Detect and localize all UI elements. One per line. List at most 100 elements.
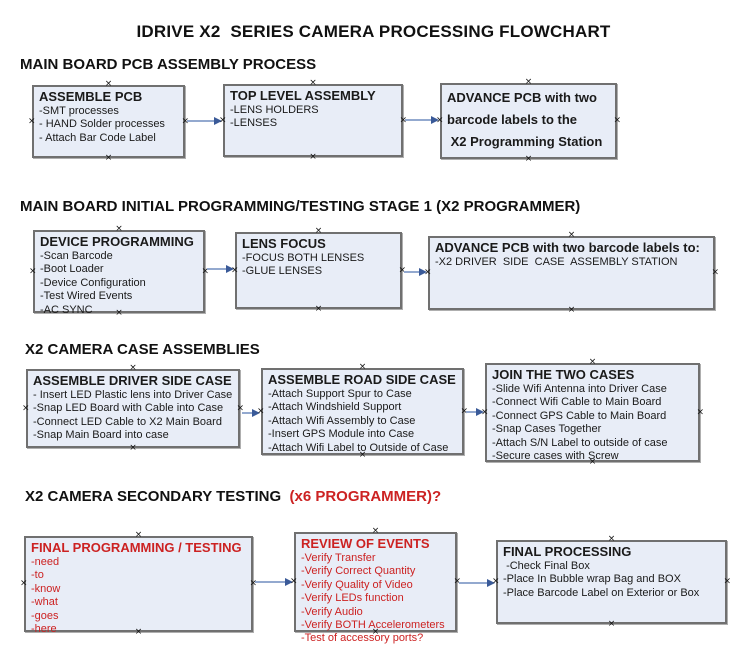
connector-anchor-icon <box>696 408 704 417</box>
section-heading-text: MAIN BOARD INITIAL PROGRAMMING/TESTING S… <box>20 198 581 215</box>
box-line: -Verify Correct Quantity <box>301 565 416 578</box>
box-title: JOIN THE TWO CASES <box>492 367 635 382</box>
flow-arrow <box>187 116 222 126</box>
box-title: LENS FOCUS <box>242 236 326 251</box>
box-line: -Attach Wifi Assembly to Case <box>268 414 416 427</box>
connector-anchor-icon <box>231 266 239 275</box>
box-title: DEVICE PROGRAMMING <box>40 234 194 249</box>
box-line: -LENSES <box>230 117 278 130</box>
connector-anchor-icon <box>492 578 500 587</box>
connector-anchor-icon <box>613 117 621 126</box>
connector-anchor-icon <box>372 527 380 536</box>
box-line: -GLUE LENSES <box>242 265 323 278</box>
section-heading-text: MAIN BOARD PCB ASSEMBLY PROCESS <box>20 56 317 73</box>
connector-anchor-icon <box>723 578 731 587</box>
box-line: -AC SYNC <box>40 303 93 316</box>
connector-anchor-icon <box>525 155 533 164</box>
box-line: -Check Final Box <box>503 560 590 572</box>
box-title: ADVANCE PCB with two barcode labels to: <box>435 240 700 255</box>
flow-arrow <box>466 407 484 417</box>
connector-anchor-icon <box>115 309 123 318</box>
connector-anchor-icon <box>711 269 719 278</box>
box-line: -Attach Support Spur to Case <box>268 388 412 400</box>
box-title: ASSEMBLE DRIVER SIDE CASE <box>33 373 232 388</box>
connector-anchor-icon <box>129 444 137 453</box>
section-heading-text: X2 CAMERA SECONDARY TESTING <box>25 488 290 505</box>
box-line: -LENS HOLDERS <box>230 104 319 116</box>
box-lens-focus: LENS FOCUS -FOCUS BOTH LENSES -GLUE LENS… <box>235 232 402 309</box>
connector-anchor-icon <box>608 620 616 629</box>
section-heading-case-assemblies: X2 CAMERA CASE ASSEMBLIES <box>25 341 260 358</box>
box-line: -Verify BOTH Accelerometers <box>301 619 445 632</box>
box-top-level-assembly: TOP LEVEL ASSEMBLY -LENS HOLDERS -LENSES <box>223 84 403 157</box>
box-advance-pcb-programming-station: ADVANCE PCB with two barcode labels to t… <box>440 83 617 159</box>
connector-anchor-icon <box>290 578 298 587</box>
box-line: -Insert GPS Module into Case <box>268 428 415 441</box>
box-title: FINAL PROCESSING <box>503 544 632 559</box>
box-line: -here <box>31 623 57 636</box>
box-line: -Test Wired Events <box>40 290 133 303</box>
connector-anchor-icon <box>135 628 143 637</box>
box-line: X2 Programming Station <box>447 134 603 149</box>
flow-arrow <box>255 577 293 587</box>
flow-arrow <box>207 264 234 274</box>
box-assemble-road-side-case: ASSEMBLE ROAD SIDE CASE -Attach Support … <box>261 368 464 455</box>
connector-anchor-icon <box>481 408 489 417</box>
connector-anchor-icon <box>589 458 597 467</box>
connector-anchor-icon <box>135 531 143 540</box>
flow-arrow <box>405 115 439 125</box>
box-line: -Place Barcode Label on Exterior or Box <box>503 586 700 599</box>
connector-anchor-icon <box>315 305 323 314</box>
box-title: TOP LEVEL ASSEMBLY <box>230 88 376 103</box>
box-line: -Verify Audio <box>301 605 363 618</box>
box-advance-pcb-driver-station: ADVANCE PCB with two barcode labels to: … <box>428 236 715 310</box>
box-line: -need <box>31 556 60 568</box>
box-title: ASSEMBLE ROAD SIDE CASE <box>268 372 456 387</box>
connector-anchor-icon <box>29 267 37 276</box>
box-line: -Attach Windshield Support <box>268 401 402 414</box>
box-line: -Connect LED Cable to X2 Main Board <box>33 415 222 428</box>
connector-anchor-icon <box>525 78 533 87</box>
box-line: -SMT processes <box>39 105 119 117</box>
box-line: -X2 DRIVER SIDE CASE ASSEMBLY STATION <box>435 256 678 268</box>
connector-anchor-icon <box>105 80 113 89</box>
box-line: -FOCUS BOTH LENSES <box>242 252 365 264</box>
section-heading-red-text: (x6 PROGRAMMER)? <box>289 488 442 505</box>
connector-anchor-icon <box>315 227 323 236</box>
box-device-programming: DEVICE PROGRAMMING -Scan Barcode -Boot L… <box>33 230 205 316</box>
box-line: -Verify Transfer <box>301 552 376 564</box>
box-line: ADVANCE PCB with two <box>447 90 597 105</box>
box-line: -what <box>31 596 58 609</box>
connector-anchor-icon <box>608 535 616 544</box>
section-heading-text: X2 CAMERA CASE ASSEMBLIES <box>25 341 260 358</box>
connector-anchor-icon <box>28 117 36 126</box>
box-line: -Snap Cases Together <box>492 423 602 436</box>
box-final-programming-testing: FINAL PROGRAMMING / TESTING -need -to -k… <box>24 536 253 635</box>
connector-anchor-icon <box>568 306 576 315</box>
box-title: ASSEMBLE PCB <box>39 89 143 104</box>
box-line: -Snap LED Board with Cable into Case <box>33 402 224 415</box>
connector-anchor-icon <box>219 116 227 125</box>
connector-anchor-icon <box>20 580 28 589</box>
box-line: -Connect GPS Cable to Main Board <box>492 409 667 422</box>
box-line: -Connect Wifi Cable to Main Board <box>492 396 662 409</box>
connector-anchor-icon <box>115 225 123 234</box>
connector-anchor-icon <box>105 154 113 163</box>
box-line: -know <box>31 582 61 595</box>
box-join-the-two-cases: JOIN THE TWO CASES -Slide Wifi Antenna i… <box>485 363 700 462</box>
connector-anchor-icon <box>424 269 432 278</box>
box-line: - HAND Solder processes <box>39 118 165 131</box>
connector-anchor-icon <box>568 231 576 240</box>
box-line: -Attach S/N Label to outside of case <box>492 436 668 449</box>
box-line: -Verify LEDs function <box>301 592 404 605</box>
flow-arrow <box>404 267 427 277</box>
box-line: barcode labels to the <box>447 112 578 127</box>
connector-anchor-icon <box>309 79 317 88</box>
box-final-processing: FINAL PROCESSING -Check Final Box -Place… <box>496 540 727 624</box>
box-line: - Insert LED Plastic lens into Driver Ca… <box>33 389 233 401</box>
connector-anchor-icon <box>359 451 367 460</box>
connector-anchor-icon <box>257 407 265 416</box>
connector-anchor-icon <box>309 153 317 162</box>
page-title: IDRIVE X2 SERIES CAMERA PROCESSING FLOWC… <box>136 22 611 41</box>
section-heading-secondary-testing: X2 CAMERA SECONDARY TESTING (x6 PROGRAMM… <box>25 488 441 505</box>
